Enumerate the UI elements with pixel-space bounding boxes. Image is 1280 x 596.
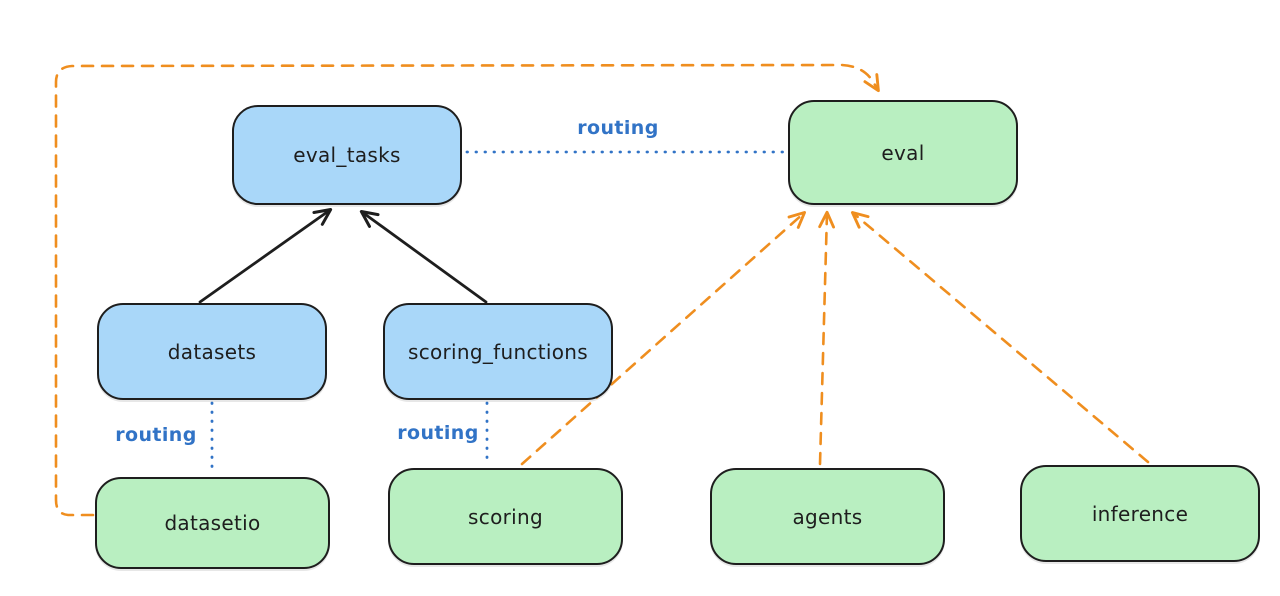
node-datasetio-label: datasetio bbox=[164, 511, 261, 535]
node-scoring-label: scoring bbox=[468, 504, 543, 529]
node-datasets: datasets bbox=[97, 303, 327, 400]
routing-label-eval-tasks-eval: routing bbox=[577, 117, 659, 139]
edge-datasetio-to-eval bbox=[54, 63, 880, 517]
node-inference-label: inference bbox=[1091, 501, 1189, 526]
node-eval-label: eval bbox=[881, 140, 925, 165]
edge-scoring-functions-to-eval-tasks bbox=[359, 210, 488, 304]
node-datasets-label: datasets bbox=[167, 339, 257, 364]
node-agents-label: agents bbox=[792, 504, 863, 529]
edge-datasets-to-eval-tasks bbox=[198, 208, 333, 304]
node-scoring-functions: scoring_functions bbox=[383, 303, 613, 400]
node-inference: inference bbox=[1020, 465, 1260, 562]
edge-inference-to-eval bbox=[850, 211, 1150, 464]
edge-agents-to-eval bbox=[818, 210, 835, 466]
node-agents: agents bbox=[710, 468, 945, 565]
edge-scoring-to-eval bbox=[520, 211, 807, 466]
node-datasetio: datasetio bbox=[95, 477, 330, 569]
node-scoring-functions-label: scoring_functions bbox=[407, 339, 589, 364]
routing-label-scoring-functions-scoring: routing bbox=[397, 422, 479, 444]
node-scoring: scoring bbox=[388, 468, 623, 565]
node-eval: eval bbox=[788, 100, 1018, 205]
node-eval-tasks: eval_tasks bbox=[232, 105, 462, 205]
routing-label-datasets-datasetio: routing bbox=[115, 424, 197, 446]
node-eval-tasks-label: eval_tasks bbox=[293, 143, 401, 167]
